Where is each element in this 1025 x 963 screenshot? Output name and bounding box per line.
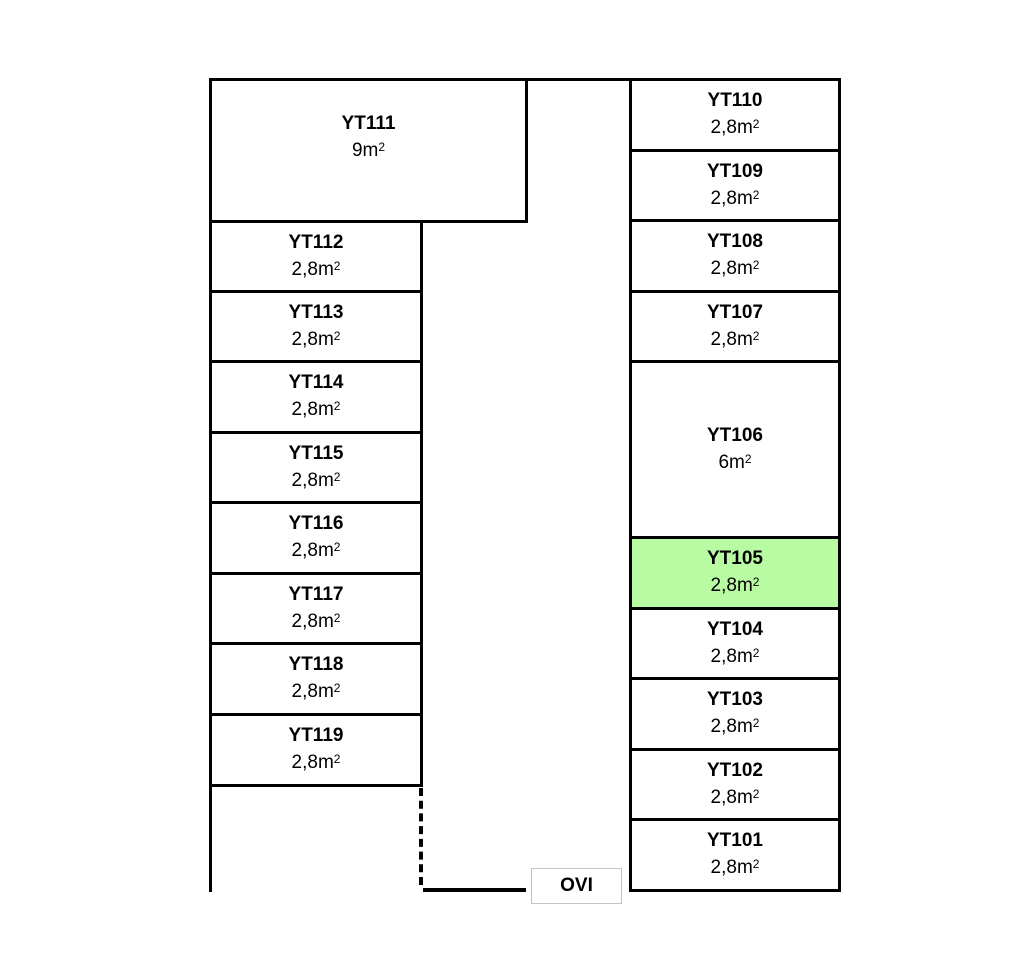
unit-area: 2,8m2: [291, 681, 341, 702]
storage-unit-yt119[interactable]: YT119 2,8m2: [209, 713, 423, 787]
unit-area: 6m2: [718, 452, 752, 473]
unit-name: YT115: [288, 443, 344, 464]
unit-area: 2,8m2: [291, 752, 341, 773]
unit-area: 2,8m2: [291, 329, 341, 350]
unit-name: YT109: [707, 161, 763, 182]
unit-name: YT116: [288, 513, 344, 534]
unit-area: 2,8m2: [710, 787, 760, 808]
unit-area: 2,8m2: [710, 857, 760, 878]
storage-unit-yt110[interactable]: YT110 2,8m2: [629, 78, 841, 152]
unit-area: 2,8m2: [291, 611, 341, 632]
storage-unit-yt109[interactable]: YT109 2,8m2: [629, 149, 841, 223]
storage-unit-yt102[interactable]: YT102 2,8m2: [629, 748, 841, 822]
storage-unit-yt113[interactable]: YT113 2,8m2: [209, 290, 423, 364]
unit-name: YT107: [707, 302, 763, 323]
unit-name: YT106: [707, 425, 763, 446]
storage-unit-yt108[interactable]: YT108 2,8m2: [629, 219, 841, 293]
storage-unit-yt104[interactable]: YT104 2,8m2: [629, 607, 841, 681]
unit-name: YT105: [707, 548, 763, 569]
unit-name: YT114: [288, 372, 344, 393]
unit-name: YT110: [707, 90, 763, 111]
door-label: OVI: [560, 875, 593, 896]
unit-area: 2,8m2: [710, 716, 760, 737]
unit-name: YT118: [288, 654, 344, 675]
unit-name: YT101: [707, 830, 763, 851]
unit-area: 2,8m2: [291, 399, 341, 420]
unit-name: YT104: [707, 619, 763, 640]
unit-area: 2,8m2: [291, 540, 341, 561]
storage-unit-yt117[interactable]: YT117 2,8m2: [209, 572, 423, 646]
unit-name: YT102: [707, 760, 763, 781]
unit-area: 2,8m2: [710, 188, 760, 209]
unit-name: YT119: [288, 725, 344, 746]
storage-unit-yt111[interactable]: YT111 9m2: [209, 78, 528, 223]
unit-area: 9m2: [351, 140, 386, 161]
unit-name: YT112: [288, 231, 344, 253]
unit-area: 2,8m2: [710, 646, 760, 667]
top-wall: [524, 78, 632, 81]
storage-unit-yt106[interactable]: YT106 6m2: [629, 360, 841, 540]
unit-name: YT111: [341, 113, 396, 134]
storage-unit-yt114[interactable]: YT114 2,8m2: [209, 360, 423, 434]
unit-area: 2,8m2: [291, 470, 341, 491]
unit-name: YT113: [288, 302, 344, 323]
unit-area: 2,8m2: [291, 258, 341, 280]
storage-unit-yt103[interactable]: YT103 2,8m2: [629, 677, 841, 751]
unit-name: YT117: [288, 584, 344, 605]
unit-area: 2,8m2: [710, 575, 760, 596]
unit-name: YT108: [707, 231, 763, 252]
storage-unit-yt112[interactable]: YT112 2,8m2: [209, 220, 423, 293]
storage-unit-yt101[interactable]: YT101 2,8m2: [629, 818, 841, 892]
empty-storage-area: [209, 783, 423, 892]
storage-unit-yt107[interactable]: YT107 2,8m2: [629, 290, 841, 364]
dashed-partition: [419, 788, 423, 885]
unit-name: YT103: [707, 689, 763, 710]
unit-area: 2,8m2: [710, 117, 760, 138]
storage-unit-yt118[interactable]: YT118 2,8m2: [209, 642, 423, 716]
unit-area: 2,8m2: [710, 258, 760, 279]
entrance-door[interactable]: OVI: [531, 868, 622, 904]
storage-unit-yt115[interactable]: YT115 2,8m2: [209, 431, 423, 505]
unit-area: 2,8m2: [710, 329, 760, 350]
storage-unit-yt105[interactable]: YT105 2,8m2: [629, 536, 841, 610]
storage-unit-yt116[interactable]: YT116 2,8m2: [209, 501, 423, 575]
